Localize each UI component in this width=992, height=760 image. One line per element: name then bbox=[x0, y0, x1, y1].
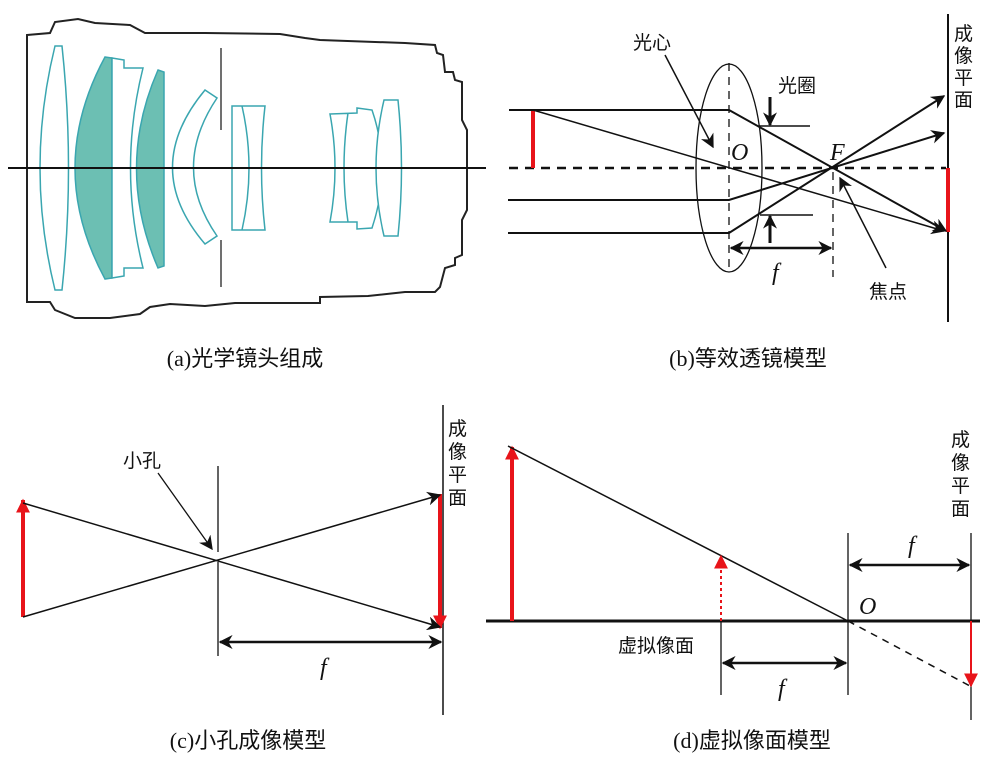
ray-extension-dashed bbox=[847, 620, 971, 687]
image-plane-label: 成 像 平 面 bbox=[951, 429, 970, 520]
optical-center-label: 光心 bbox=[633, 32, 671, 54]
focal-length-symbol-left: f bbox=[778, 676, 788, 702]
caption-b: (b)等效透镜模型 bbox=[669, 346, 827, 371]
focus-pointer bbox=[839, 176, 887, 269]
image-plane-label: 成 像 平 面 bbox=[954, 23, 973, 111]
svg-text:像: 像 bbox=[951, 452, 970, 474]
lens-element-5 bbox=[171, 89, 219, 245]
focus-label: 焦点 bbox=[869, 281, 907, 303]
svg-text:像: 像 bbox=[448, 441, 467, 463]
lens-housing bbox=[26, 17, 468, 319]
svg-text:成: 成 bbox=[954, 23, 973, 45]
focal-length-symbol: f bbox=[772, 260, 782, 286]
svg-text:面: 面 bbox=[951, 498, 970, 520]
svg-text:面: 面 bbox=[954, 89, 973, 111]
panel-b-equivalent-lens: 光心 光圈 O F f 焦点 成 像 平 面 (b)等效透镜模型 bbox=[508, 14, 973, 371]
image-plane-label: 成 像 平 面 bbox=[448, 418, 467, 509]
svg-text:平: 平 bbox=[448, 464, 467, 486]
svg-text:平: 平 bbox=[954, 67, 973, 89]
caption-a: (a)光学镜头组成 bbox=[167, 346, 323, 371]
center-symbol: O bbox=[859, 594, 876, 620]
panel-c-pinhole-model: 小孔 f 成 像 平 面 (c)小孔成像模型 bbox=[16, 405, 467, 753]
svg-text:平: 平 bbox=[951, 475, 970, 497]
caption-d: (d)虚拟像面模型 bbox=[673, 728, 831, 753]
focus-symbol: F bbox=[829, 140, 845, 166]
center-symbol: O bbox=[731, 140, 748, 166]
aperture-label: 光圈 bbox=[778, 75, 816, 97]
virtual-plane-label: 虚拟像面 bbox=[618, 635, 694, 657]
panel-d-virtual-image-plane-model: f f O 虚拟像面 成 像 平 面 (d)虚拟像面模型 bbox=[486, 429, 980, 753]
panel-a-lens-assembly: (a)光学镜头组成 bbox=[8, 17, 486, 371]
optical-center-pointer bbox=[664, 54, 714, 149]
caption-c: (c)小孔成像模型 bbox=[170, 728, 326, 753]
pinhole-pointer bbox=[157, 472, 213, 551]
focal-length-symbol-right: f bbox=[908, 533, 918, 559]
ray-top bbox=[509, 109, 948, 232]
svg-text:成: 成 bbox=[951, 429, 970, 451]
svg-text:像: 像 bbox=[954, 45, 973, 67]
svg-text:面: 面 bbox=[448, 487, 467, 509]
svg-text:成: 成 bbox=[448, 418, 467, 440]
ray-middle bbox=[508, 130, 946, 201]
ray-top-to-bottom bbox=[22, 502, 442, 631]
chief-ray bbox=[532, 109, 946, 235]
pinhole-label: 小孔 bbox=[123, 450, 161, 472]
ray-through-center bbox=[507, 445, 849, 622]
ray-bottom-to-top bbox=[22, 491, 442, 618]
focal-length-symbol: f bbox=[320, 655, 330, 681]
ray-bottom bbox=[508, 95, 946, 234]
